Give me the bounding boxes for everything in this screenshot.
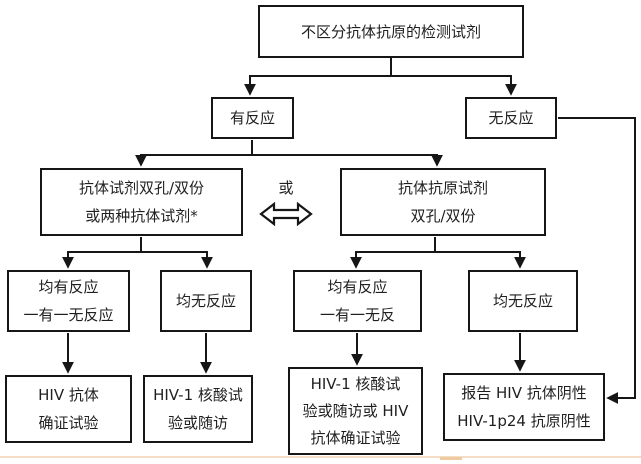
node-label: 均无反应 [175, 292, 236, 310]
double-arrow-icon [259, 201, 313, 227]
node-label-line1: HIV 抗体 [38, 386, 99, 404]
node-antibody-antigen-reagent-dual-well: 抗体抗原试剂 双孔/双份 [340, 168, 546, 236]
node-label-line2: 一有一无反应 [23, 306, 114, 324]
node-nonreactive: 无反应 [465, 97, 557, 139]
node-label-line1: HIV-1 核酸试 [310, 374, 401, 393]
page-bottom-rule [0, 456, 641, 458]
node-label-line2: 或两种抗体试剂* [85, 207, 198, 225]
node-hiv1-nat-or-followup: HIV-1 核酸试 验或随访 [143, 375, 253, 443]
node-label-line1: 均有反应 [38, 278, 99, 296]
node-label-line1: 均有反应 [327, 278, 388, 296]
node-label-line2: 验或随访或 HIV [302, 401, 409, 420]
node-label-line1: 抗体抗原试剂 [397, 179, 488, 197]
node-label-line2: 双孔/双份 [410, 207, 476, 225]
node-label-line1: HIV-1 核酸试 [153, 386, 243, 404]
node-reactive: 有反应 [211, 97, 294, 139]
node-label-line2: 一有一无反 [319, 306, 395, 324]
node-hiv-antibody-confirmatory-test: HIV 抗体 确证试验 [5, 375, 132, 443]
node-report-hiv-antibody-antigen-negative: 报告 HIV 抗体阴性 HIV-1p24 抗原阴性 [443, 373, 605, 441]
node-both-reactive-or-one-reactive-right: 均有反应 一有一无反 [293, 270, 422, 332]
node-label: 无反应 [488, 109, 534, 127]
node-undifferentiated-ab-ag-reagent: 不区分抗体抗原的检测试剂 [258, 5, 524, 58]
node-both-nonreactive-right: 均无反应 [468, 270, 578, 332]
node-label-line2: 确证试验 [38, 414, 99, 432]
page-bottom-rule-accent [440, 457, 462, 460]
node-label: 不区分抗体抗原的检测试剂 [300, 22, 481, 41]
node-label-line2: 验或随访 [167, 414, 228, 432]
node-label-line3: 抗体确证试验 [310, 428, 401, 447]
node-label-line1: 抗体试剂双孔/双份 [78, 179, 205, 197]
node-label: 有反应 [229, 109, 275, 127]
node-hiv1-nat-followup-or-confirmatory: HIV-1 核酸试 验或随访或 HIV 抗体确证试验 [288, 367, 423, 455]
node-both-reactive-or-one-reactive-left: 均有反应 一有一无反应 [7, 270, 130, 332]
node-both-nonreactive-left: 均无反应 [160, 270, 252, 332]
node-label: 均无反应 [492, 292, 553, 310]
or-connector-label: 或 [278, 179, 294, 197]
node-antibody-reagent-dual-well: 抗体试剂双孔/双份 或两种抗体试剂* [40, 168, 243, 236]
node-label-line1: 报告 HIV 抗体阴性 [461, 384, 587, 402]
node-label-line2: HIV-1p24 抗原阴性 [457, 412, 591, 430]
